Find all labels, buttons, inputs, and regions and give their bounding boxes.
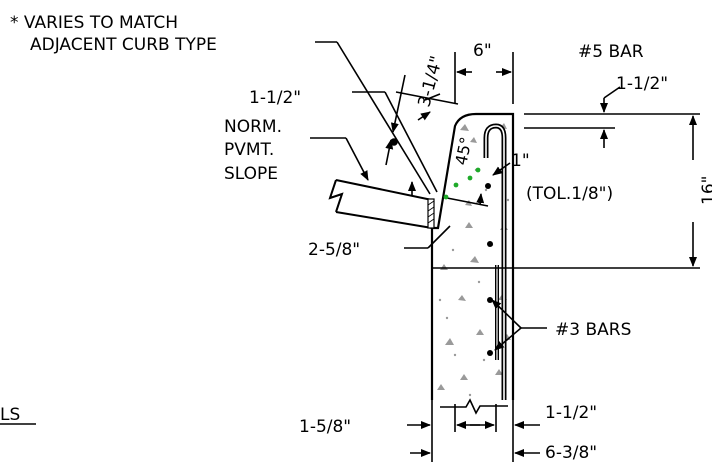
right-bottom-label: 1-1/2" — [545, 403, 597, 423]
curb-body — [430, 112, 515, 400]
partial-title: LS — [0, 405, 20, 425]
dimension-lines — [0, 41, 700, 462]
bar-5 — [483, 123, 507, 400]
left-bottom-label: 1-5/8" — [299, 417, 351, 437]
varies-label-line2: ADJACENT CURB TYPE — [30, 35, 217, 55]
pavement — [328, 179, 435, 229]
tolerance-label: (TOL.1/8") — [526, 184, 613, 204]
varies-label-line1: * VARIES TO MATCH — [10, 13, 178, 33]
overall-bottom-label: 6-3/8" — [545, 443, 597, 463]
lip-label: 2-5/8" — [308, 240, 360, 260]
accent-markers — [443, 167, 481, 200]
angle-label: 45° — [451, 135, 475, 167]
top-cover-label: 1-1/2" — [616, 74, 668, 94]
top-width-label: 6" — [473, 41, 492, 61]
pvmt-label: PVMT. — [224, 140, 274, 160]
height-label: 16" — [699, 176, 712, 205]
slope-label: SLOPE — [224, 164, 278, 184]
bar3-label: #3 BARS — [555, 320, 631, 340]
left-cover-label: 1-1/2" — [249, 88, 301, 108]
one-inch-label: 1" — [511, 151, 530, 171]
norm-label: NORM. — [224, 117, 282, 137]
bar5-label: #5 BAR — [578, 42, 644, 62]
